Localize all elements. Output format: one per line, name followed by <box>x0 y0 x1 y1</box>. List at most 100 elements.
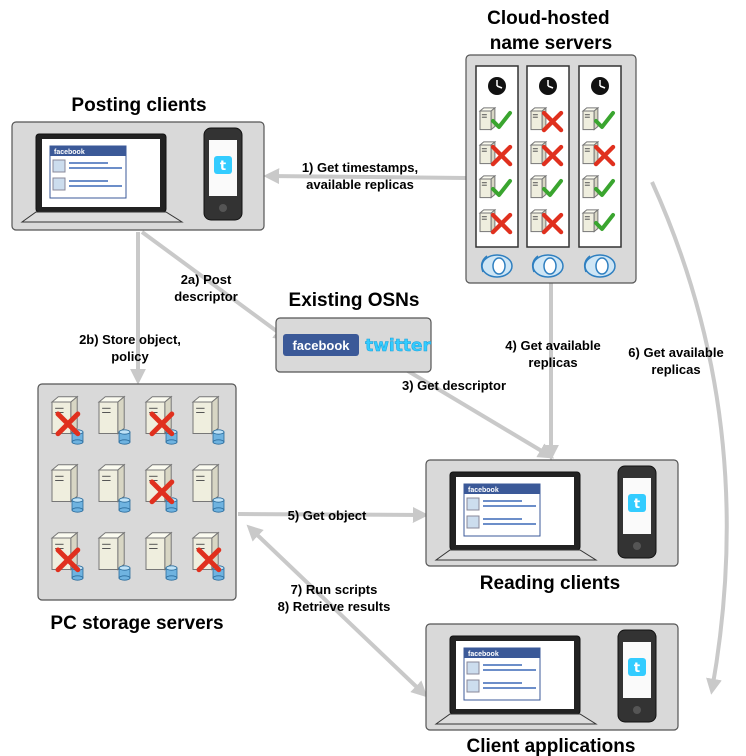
check-icon <box>491 111 512 129</box>
edge-get-timestamps <box>263 168 467 185</box>
server-icon <box>50 395 79 435</box>
disk-icon <box>165 565 178 581</box>
facebook-page: facebook <box>49 145 127 199</box>
storage-server <box>191 463 225 513</box>
disk-icon <box>212 429 225 445</box>
label-store-object: 2b) Store object,policy <box>79 332 181 364</box>
reading-clients-title: Reading clients <box>480 573 620 594</box>
laptop: facebook <box>434 471 598 561</box>
server-icon <box>581 174 600 199</box>
twitter-app-letter: t <box>634 497 640 512</box>
storage-server <box>144 531 178 581</box>
cross-icon <box>55 411 81 437</box>
facebook-page: facebook <box>463 647 541 701</box>
cross-icon <box>149 411 175 437</box>
storage-servers-title: PC storage servers <box>50 613 223 634</box>
cross-icon <box>149 479 175 505</box>
edge-get-object <box>237 506 429 523</box>
smartphone: t <box>617 629 657 723</box>
cross-icon <box>593 144 616 167</box>
twitter-app-letter: t <box>220 159 226 174</box>
storage-server-grid <box>50 395 225 581</box>
cross-icon <box>541 212 564 235</box>
cloud-service-icon <box>583 254 616 278</box>
server-icon <box>97 395 126 435</box>
server-icon <box>50 463 79 503</box>
cloud-service-icon <box>480 254 513 278</box>
cross-icon <box>541 144 564 167</box>
name-server-column <box>526 65 570 248</box>
cross-icon <box>490 144 513 167</box>
check-icon <box>594 179 615 197</box>
name-servers-title: Cloud-hosted name servers <box>487 8 615 54</box>
edge-get-available-replicas-apps <box>650 181 729 695</box>
twitter-app-icon <box>214 156 232 174</box>
twitter-app-icon <box>628 494 646 512</box>
clock-icon <box>591 77 609 95</box>
storage-server <box>97 395 131 445</box>
storage-server <box>191 395 225 445</box>
facebook-page: facebook <box>463 483 541 537</box>
laptop: facebook <box>434 635 598 725</box>
disk-icon <box>118 497 131 513</box>
disk-icon <box>71 497 84 513</box>
server-icon <box>191 395 220 435</box>
edge-run-scripts <box>246 524 428 698</box>
edge-post-descriptor <box>140 230 290 341</box>
name-server-column <box>578 65 622 248</box>
label-get-descriptor: 3) Get descriptor <box>402 378 506 393</box>
storage-server <box>191 531 225 581</box>
cross-icon <box>55 547 81 573</box>
disk-icon <box>118 429 131 445</box>
storage-server <box>97 531 131 581</box>
facebook-page-label: facebook <box>468 487 499 494</box>
server-icon <box>144 531 173 571</box>
reading-devices: facebook t <box>434 465 657 561</box>
server-icon <box>478 106 497 131</box>
server-icon <box>478 174 497 199</box>
smartphone: t <box>617 465 657 559</box>
laptop: facebook <box>20 133 184 223</box>
facebook-page-label: facebook <box>468 651 499 658</box>
client-apps-title: Client applications <box>467 736 636 756</box>
storage-servers-panel <box>37 383 237 601</box>
posting-clients-title: Posting clients <box>71 95 206 116</box>
server-icon <box>97 463 126 503</box>
check-icon <box>594 111 615 129</box>
server-icon <box>191 463 220 503</box>
cloud-service-icon <box>531 254 564 278</box>
cross-icon <box>196 547 222 573</box>
clock-icon <box>539 77 557 95</box>
server-icon <box>581 208 600 233</box>
disk-icon <box>118 565 131 581</box>
check-icon <box>594 213 615 231</box>
label-get-object: 5) Get object <box>288 508 367 523</box>
name-server-column <box>475 65 519 248</box>
label-get-timestamps: 1) Get timestamps,available replicas <box>302 160 418 192</box>
twitter-app-letter: t <box>634 661 640 676</box>
disk-icon <box>212 497 225 513</box>
server-icon <box>529 174 548 199</box>
clock-icon <box>488 77 506 95</box>
check-icon <box>542 179 563 197</box>
smartphone: t <box>203 127 243 221</box>
name-server-columns <box>475 65 622 278</box>
server-icon <box>581 106 600 131</box>
storage-server <box>144 395 178 445</box>
twitter-app-icon <box>628 658 646 676</box>
storage-server <box>50 463 84 513</box>
twitter-logo: twitter <box>365 336 431 356</box>
storage-server <box>50 531 84 581</box>
storage-server <box>144 463 178 513</box>
client-app-devices: facebook t <box>434 629 657 725</box>
facebook-logo: facebook <box>283 334 359 356</box>
server-icon <box>97 531 126 571</box>
storage-server <box>97 463 131 513</box>
storage-server <box>50 395 84 445</box>
facebook-logo-text: facebook <box>292 338 350 353</box>
